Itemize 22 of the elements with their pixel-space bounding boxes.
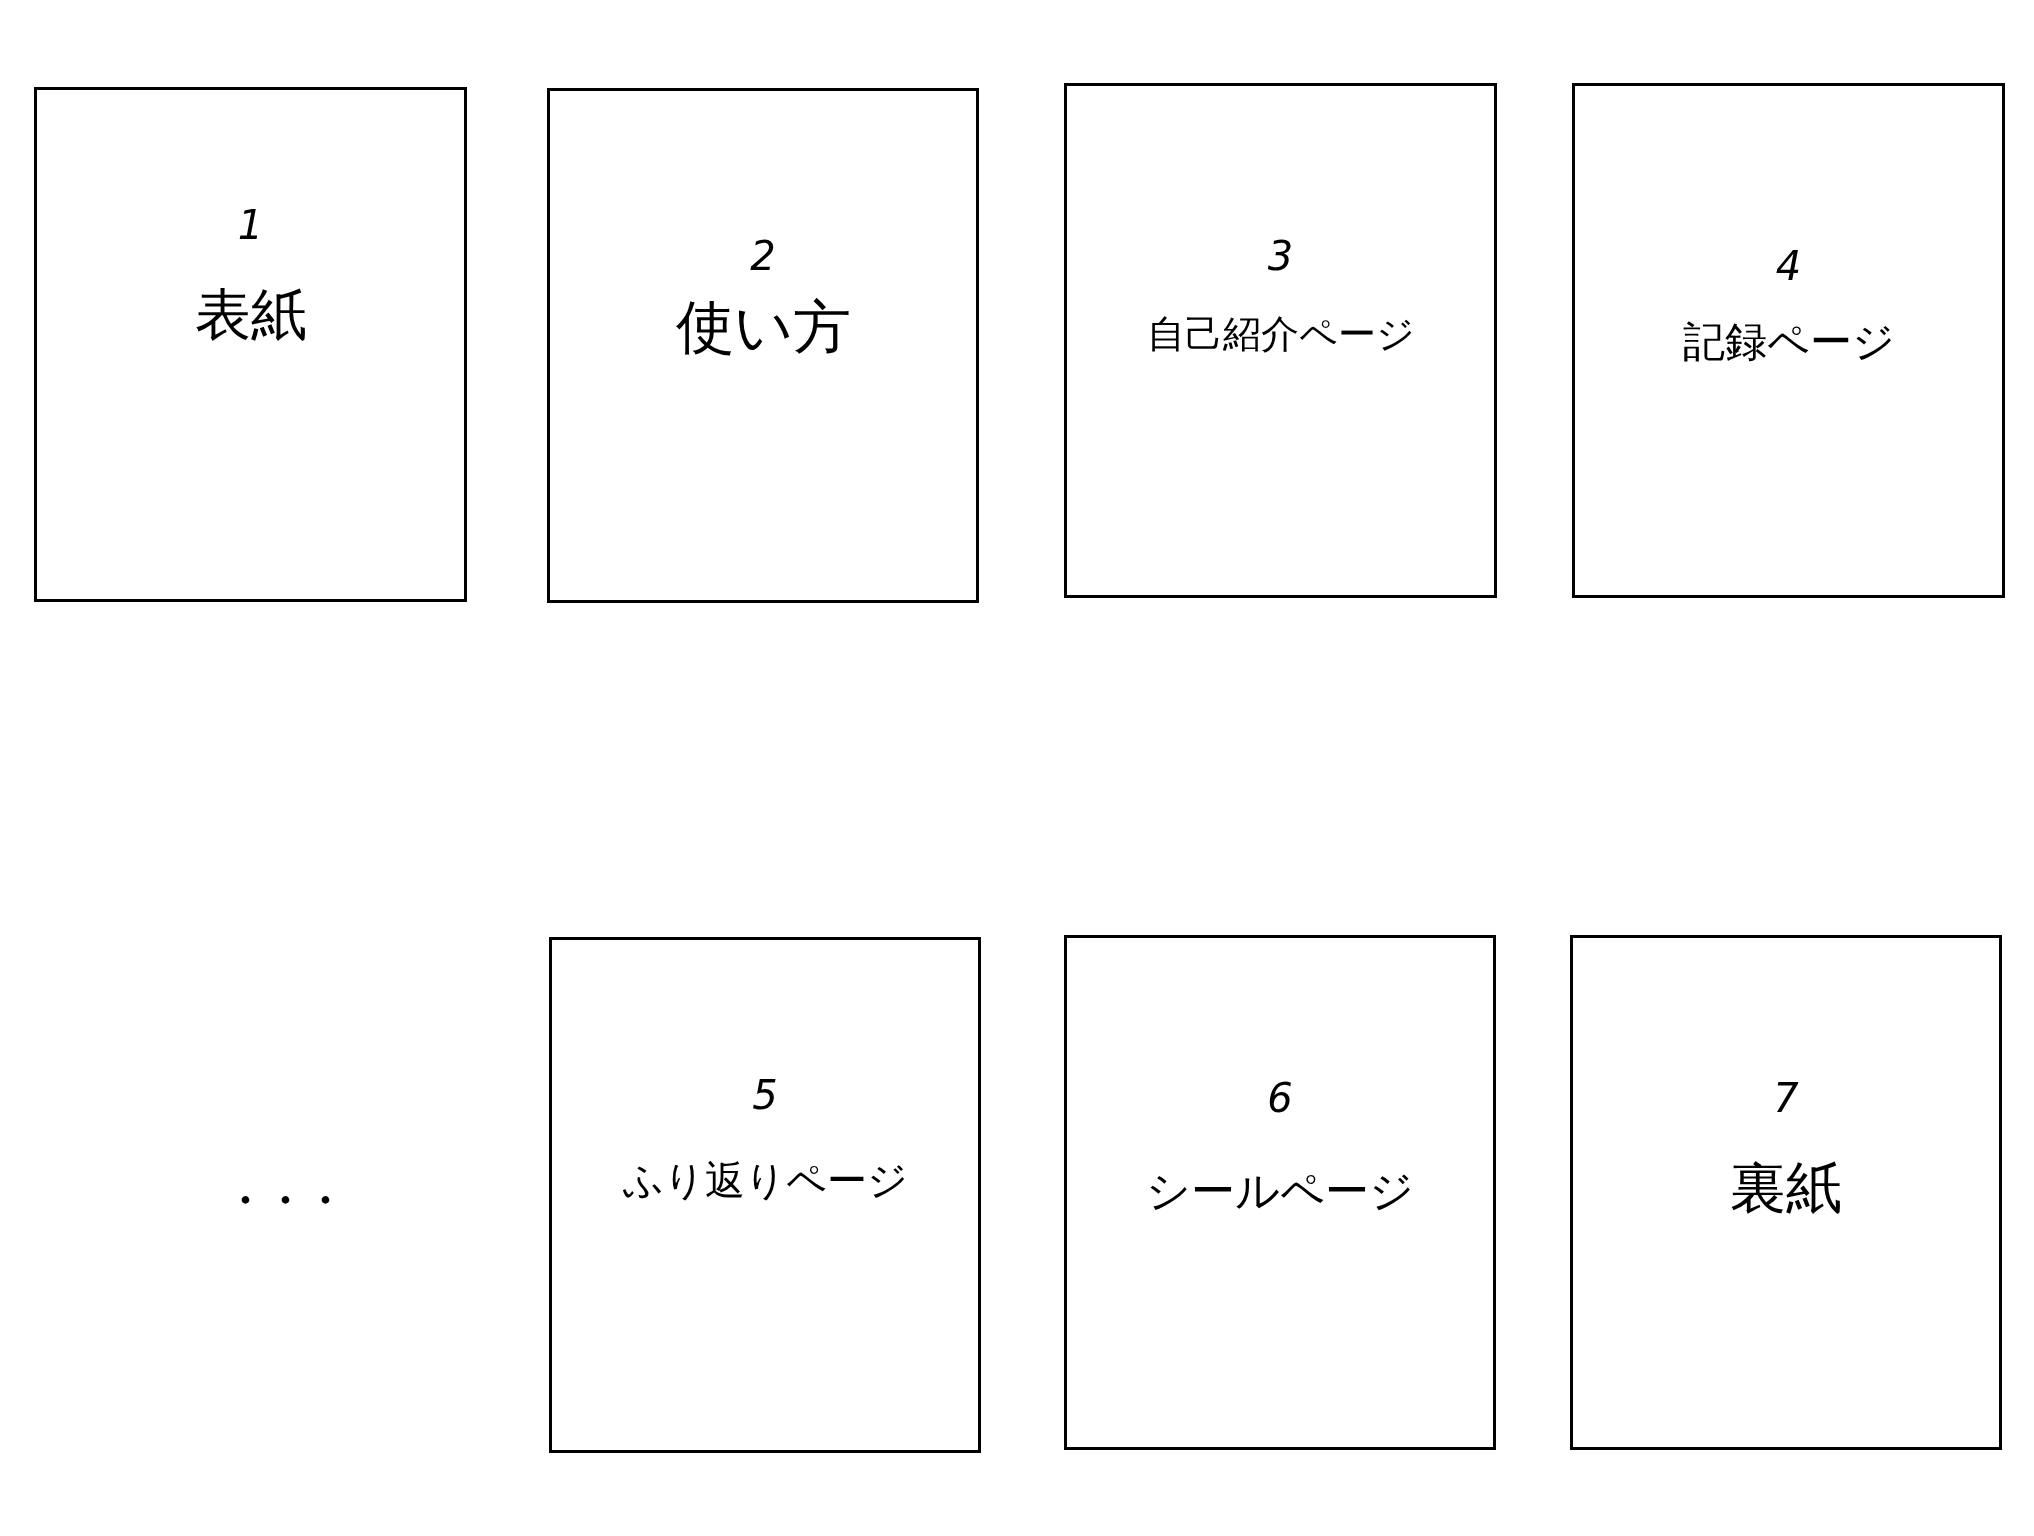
page-number: 6 [1267,1074,1293,1123]
page-number: 2 [750,232,776,281]
page-box [1064,935,1496,1450]
page-box [1064,83,1497,598]
page-title: 表紙 [194,281,307,349]
page-box [547,88,979,603]
page-number: 5 [752,1071,778,1120]
page-box [549,937,981,1453]
page-number: 4 [1775,242,1802,291]
page-number: 3 [1267,232,1294,281]
page-title: シールページ [1146,1164,1414,1218]
page-title: 使い方 [675,292,851,363]
page-box [1572,83,2005,598]
page-number: 7 [1773,1074,1799,1123]
page-title: ふり返りページ [622,1156,908,1205]
page-title: 裏紙 [1730,1154,1842,1222]
page-box [1570,935,2002,1450]
page-title: 記録ページ [1682,316,1895,368]
page-number: 1 [237,201,264,250]
page-title: 自己紹介ページ [1146,311,1415,358]
page-box [34,87,467,602]
ellipsis-text: ・・・ [225,1176,345,1225]
